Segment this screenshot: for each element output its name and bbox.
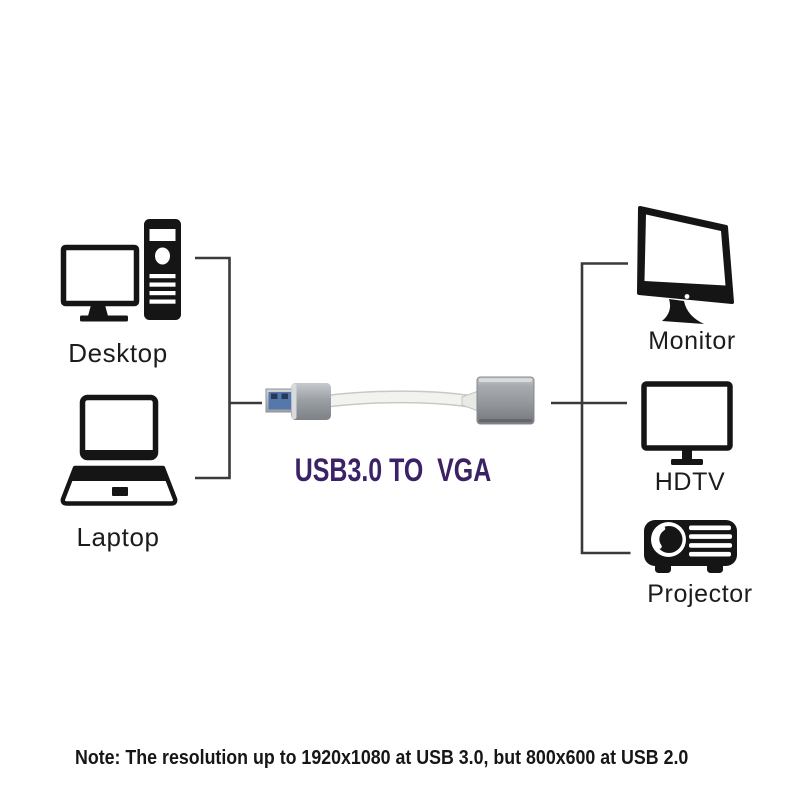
vga-housing xyxy=(476,376,535,425)
desktop-computer-icon xyxy=(60,219,181,322)
desktop-label: Desktop xyxy=(68,338,168,368)
monitor-label: Monitor xyxy=(648,327,736,355)
hdtv-label: HDTV xyxy=(654,468,726,496)
hdtv-icon xyxy=(641,381,733,465)
right-bracket-line xyxy=(580,262,631,555)
product-title: USB3.0 TO VGA xyxy=(294,452,492,488)
laptop-icon xyxy=(60,394,178,506)
left-bracket-line xyxy=(195,256,231,480)
resolution-note: Note: The resolution up to 1920x1080 at … xyxy=(75,747,689,769)
monitor-icon xyxy=(637,206,734,324)
projector-label: Projector xyxy=(647,580,753,608)
usb-plug xyxy=(265,383,331,420)
usb-vga-adapter-image xyxy=(265,376,535,425)
adapter-cable xyxy=(321,390,475,408)
laptop-label: Laptop xyxy=(76,522,160,552)
projector-icon xyxy=(644,520,737,573)
